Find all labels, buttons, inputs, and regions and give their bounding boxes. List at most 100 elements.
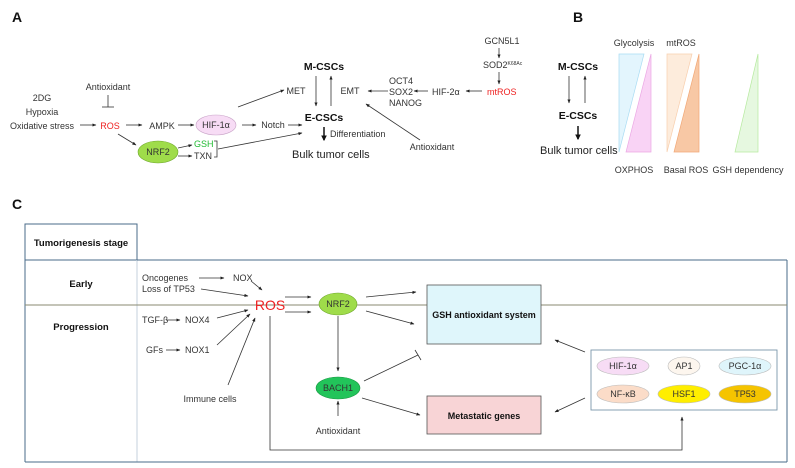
e-cscs-node-b: E-CSCs xyxy=(559,110,598,122)
e-cscs-node-a: E-CSCs xyxy=(305,112,344,124)
nrf2-label-a: NRF2 xyxy=(146,147,170,157)
bulk-tumor-cells-b: Bulk tumor cells xyxy=(540,145,618,157)
inhibit-bach1-gsh xyxy=(363,354,419,382)
tf-label-tp53: TP53 xyxy=(734,389,756,399)
ampk-node: AMPK xyxy=(149,121,175,131)
arrow-nrf2-gsh-1 xyxy=(365,290,417,298)
txn-node-a: TXN xyxy=(194,151,212,161)
label-mtros-b: mtROS xyxy=(666,38,696,48)
arrow-tfs-gsh xyxy=(554,339,586,353)
nrf2-node-c xyxy=(318,292,358,316)
gsh-antioxidant-label: GSH antioxidant system xyxy=(432,310,536,320)
inhibit-bar xyxy=(414,349,422,361)
sod2-node: SOD2K68Ac xyxy=(483,60,523,70)
gradient-gsh-dependency xyxy=(734,53,759,153)
nox4-node: NOX4 xyxy=(185,315,210,325)
tf-node-tp53 xyxy=(718,384,772,404)
gsh-txn-bracket xyxy=(214,140,218,158)
mtros-node: mtROS xyxy=(487,87,517,97)
arrow-tfs-metastatic xyxy=(554,397,586,413)
arrow-nox4-ros xyxy=(216,309,249,319)
arrow-antioxidant-emt xyxy=(365,103,421,141)
nox-node: NOX xyxy=(233,273,253,283)
gradient-mtros xyxy=(666,53,693,153)
label-basal-ros: Basal ROS xyxy=(664,165,709,175)
arrow-tp53-ros xyxy=(200,288,249,298)
nrf2-label-c: NRF2 xyxy=(326,299,350,309)
bach1-label: BACH1 xyxy=(323,383,353,393)
panel-label-a: A xyxy=(12,9,22,25)
tf-label-ap1: AP1 xyxy=(675,361,692,371)
ros-node-c: ROS xyxy=(255,297,285,313)
tf-label-nf-b: NF-κB xyxy=(610,389,636,399)
antioxidant-label-a: Antioxidant xyxy=(86,82,131,92)
metastatic-genes-label: Metastatic genes xyxy=(448,411,521,421)
nox1-node: NOX1 xyxy=(185,345,210,355)
tf-node-pgc-1 xyxy=(718,356,772,376)
hif1a-label-a: HIF-1α xyxy=(202,120,230,130)
ros-node-a: ROS xyxy=(100,121,120,131)
arrow-nrf2-gsh-2 xyxy=(365,310,415,325)
stage-table xyxy=(24,223,788,463)
gsh-antioxidant-box xyxy=(426,284,542,345)
tf-label-hsf1: HSF1 xyxy=(672,389,695,399)
metastatic-genes-box xyxy=(426,395,542,435)
tf-nanog: NANOG xyxy=(389,98,422,108)
bach1-node xyxy=(315,376,361,400)
arrow-hif1a-met xyxy=(237,89,285,108)
m-cscs-node-b: M-CSCs xyxy=(558,61,598,73)
arrow-immune-ros xyxy=(227,317,256,386)
antioxidant-bottom-a: Antioxidant xyxy=(410,142,455,152)
arrow-nox1-ros xyxy=(216,313,251,346)
tf-node-nf-b xyxy=(596,384,650,404)
hif1a-node-a xyxy=(195,114,237,136)
stage-early: Early xyxy=(69,279,93,290)
hif2a-node: HIF-2α xyxy=(432,87,460,97)
gradient-basal-ros xyxy=(673,53,700,153)
tf-oct4: OCT4 xyxy=(389,76,413,86)
tf-node-hsf1 xyxy=(657,384,711,404)
stage-progression: Progression xyxy=(53,322,109,333)
gcn5l1-node: GCN5L1 xyxy=(484,36,519,46)
arrow-antioxidants-ecscs xyxy=(217,132,303,150)
stage-header-label: Tumorigenesis stage xyxy=(34,238,128,249)
arrow-ros-tfs xyxy=(269,316,684,451)
gsh-node-a: GSH xyxy=(194,139,214,149)
tgfb-label: TGF-β xyxy=(142,315,168,325)
inducer-hypoxia: Hypoxia xyxy=(26,107,59,117)
arrow-nox-ros xyxy=(250,280,263,291)
label-gsh-dependency: GSH dependency xyxy=(712,165,784,175)
label-oxphos: OXPHOS xyxy=(615,165,654,175)
arrow-bach1-metastatic xyxy=(361,397,421,416)
label-glycolysis: Glycolysis xyxy=(614,38,655,48)
emt-label: EMT xyxy=(341,86,361,96)
inducers-list: 2DG Hypoxia Oxidative stress xyxy=(10,93,75,131)
notch-node: Notch xyxy=(261,120,285,130)
tf-node-hif-1 xyxy=(596,356,650,376)
differentiation-label: Differentiation xyxy=(330,129,385,139)
inducer-2dg: 2DG xyxy=(33,93,52,103)
m-cscs-node-a: M-CSCs xyxy=(304,61,344,73)
antioxidant-label-c: Antioxidant xyxy=(316,426,361,436)
panel-label-c: C xyxy=(12,196,22,212)
tf-label-pgc-1: PGC-1α xyxy=(729,361,762,371)
loss-tp53-label: Loss of TP53 xyxy=(142,284,195,294)
sod2-label: SOD2 xyxy=(483,60,508,70)
sod2-superscript: K68Ac xyxy=(508,61,523,67)
arrow-nrf2-gsh xyxy=(177,144,193,149)
stage-header-cell xyxy=(24,223,138,261)
immune-cells-label: Immune cells xyxy=(183,394,237,404)
inducer-oxidative-stress: Oxidative stress xyxy=(10,121,75,131)
gfs-label: GFs xyxy=(146,345,163,355)
nrf2-node-a xyxy=(137,140,179,164)
arrow-ros-nrf2 xyxy=(117,133,137,146)
gradient-glycolysis xyxy=(618,53,645,153)
tf-label-hif-1: HIF-1α xyxy=(609,361,637,371)
met-label: MET xyxy=(287,86,307,96)
tf-sox2: SOX2 xyxy=(389,87,413,97)
panel-label-b: B xyxy=(573,9,583,25)
gradient-oxphos xyxy=(625,53,652,153)
bulk-tumor-cells-a: Bulk tumor cells xyxy=(292,149,370,161)
